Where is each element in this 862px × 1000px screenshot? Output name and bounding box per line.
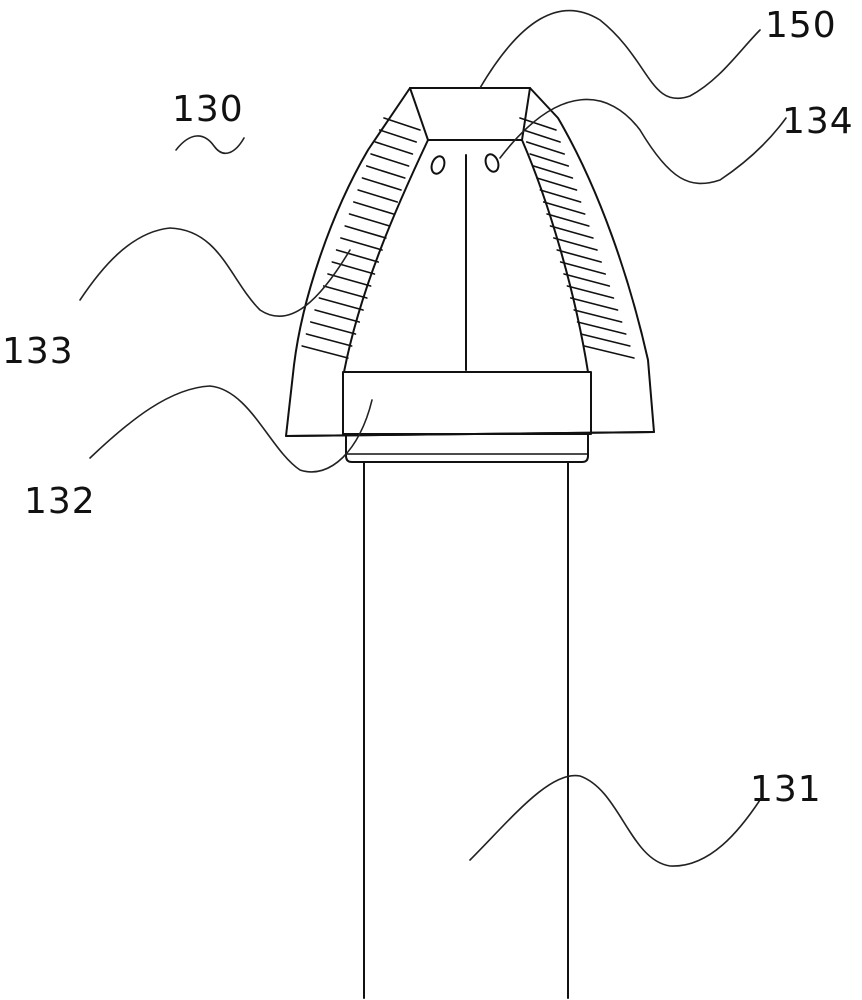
left-coil-winding — [362, 178, 401, 190]
label-132: 132 — [24, 484, 96, 520]
right-coil-winding — [571, 298, 618, 310]
right-coil-winding — [540, 190, 580, 202]
right-coil-winding — [574, 310, 621, 322]
right-coil-winding — [567, 286, 613, 298]
right-coil-winding — [584, 346, 634, 358]
left-coil — [302, 118, 420, 358]
left-coil-winding — [311, 322, 356, 334]
leader-lines — [80, 11, 786, 867]
left-coil-winding — [302, 346, 348, 358]
right-coil-winding — [534, 166, 573, 178]
leader-132 — [90, 386, 372, 472]
label-131: 131 — [750, 772, 822, 808]
shaft — [364, 462, 568, 998]
label-134: 134 — [782, 104, 854, 140]
leader-131 — [470, 776, 760, 867]
leader-133 — [80, 228, 350, 316]
label-150: 150 — [765, 8, 837, 44]
right-coil-winding — [581, 334, 630, 346]
leader-150 — [480, 11, 760, 99]
left-coil-winding — [350, 214, 390, 226]
leader-134 — [500, 99, 786, 183]
right-coil-winding — [523, 130, 560, 142]
label-130: 130 — [172, 92, 244, 128]
inner-cone — [344, 140, 588, 372]
right-coil-winding — [578, 322, 626, 334]
left-coil-winding — [367, 166, 405, 178]
label-133: 133 — [2, 334, 74, 370]
left-coil-winding — [380, 130, 417, 142]
right-coil-winding — [527, 142, 564, 154]
left-coil-winding — [371, 154, 409, 166]
left-coil-winding — [315, 310, 359, 322]
left-coil-winding — [306, 334, 351, 346]
left-coil-winding — [319, 298, 363, 310]
left-coil-winding — [341, 238, 382, 250]
left-coil-winding — [328, 274, 371, 286]
tip-cap — [410, 88, 530, 140]
left-coil-winding — [384, 118, 420, 130]
right-coil-winding — [537, 178, 577, 190]
collar — [343, 372, 591, 462]
left-coil-winding — [354, 202, 394, 214]
left-coil-winding — [345, 226, 386, 238]
left-coil-winding — [375, 142, 412, 154]
leader-130 — [176, 136, 244, 153]
left-coil-winding — [324, 286, 367, 298]
right-coil-winding — [530, 154, 568, 166]
left-coil-winding — [358, 190, 397, 202]
